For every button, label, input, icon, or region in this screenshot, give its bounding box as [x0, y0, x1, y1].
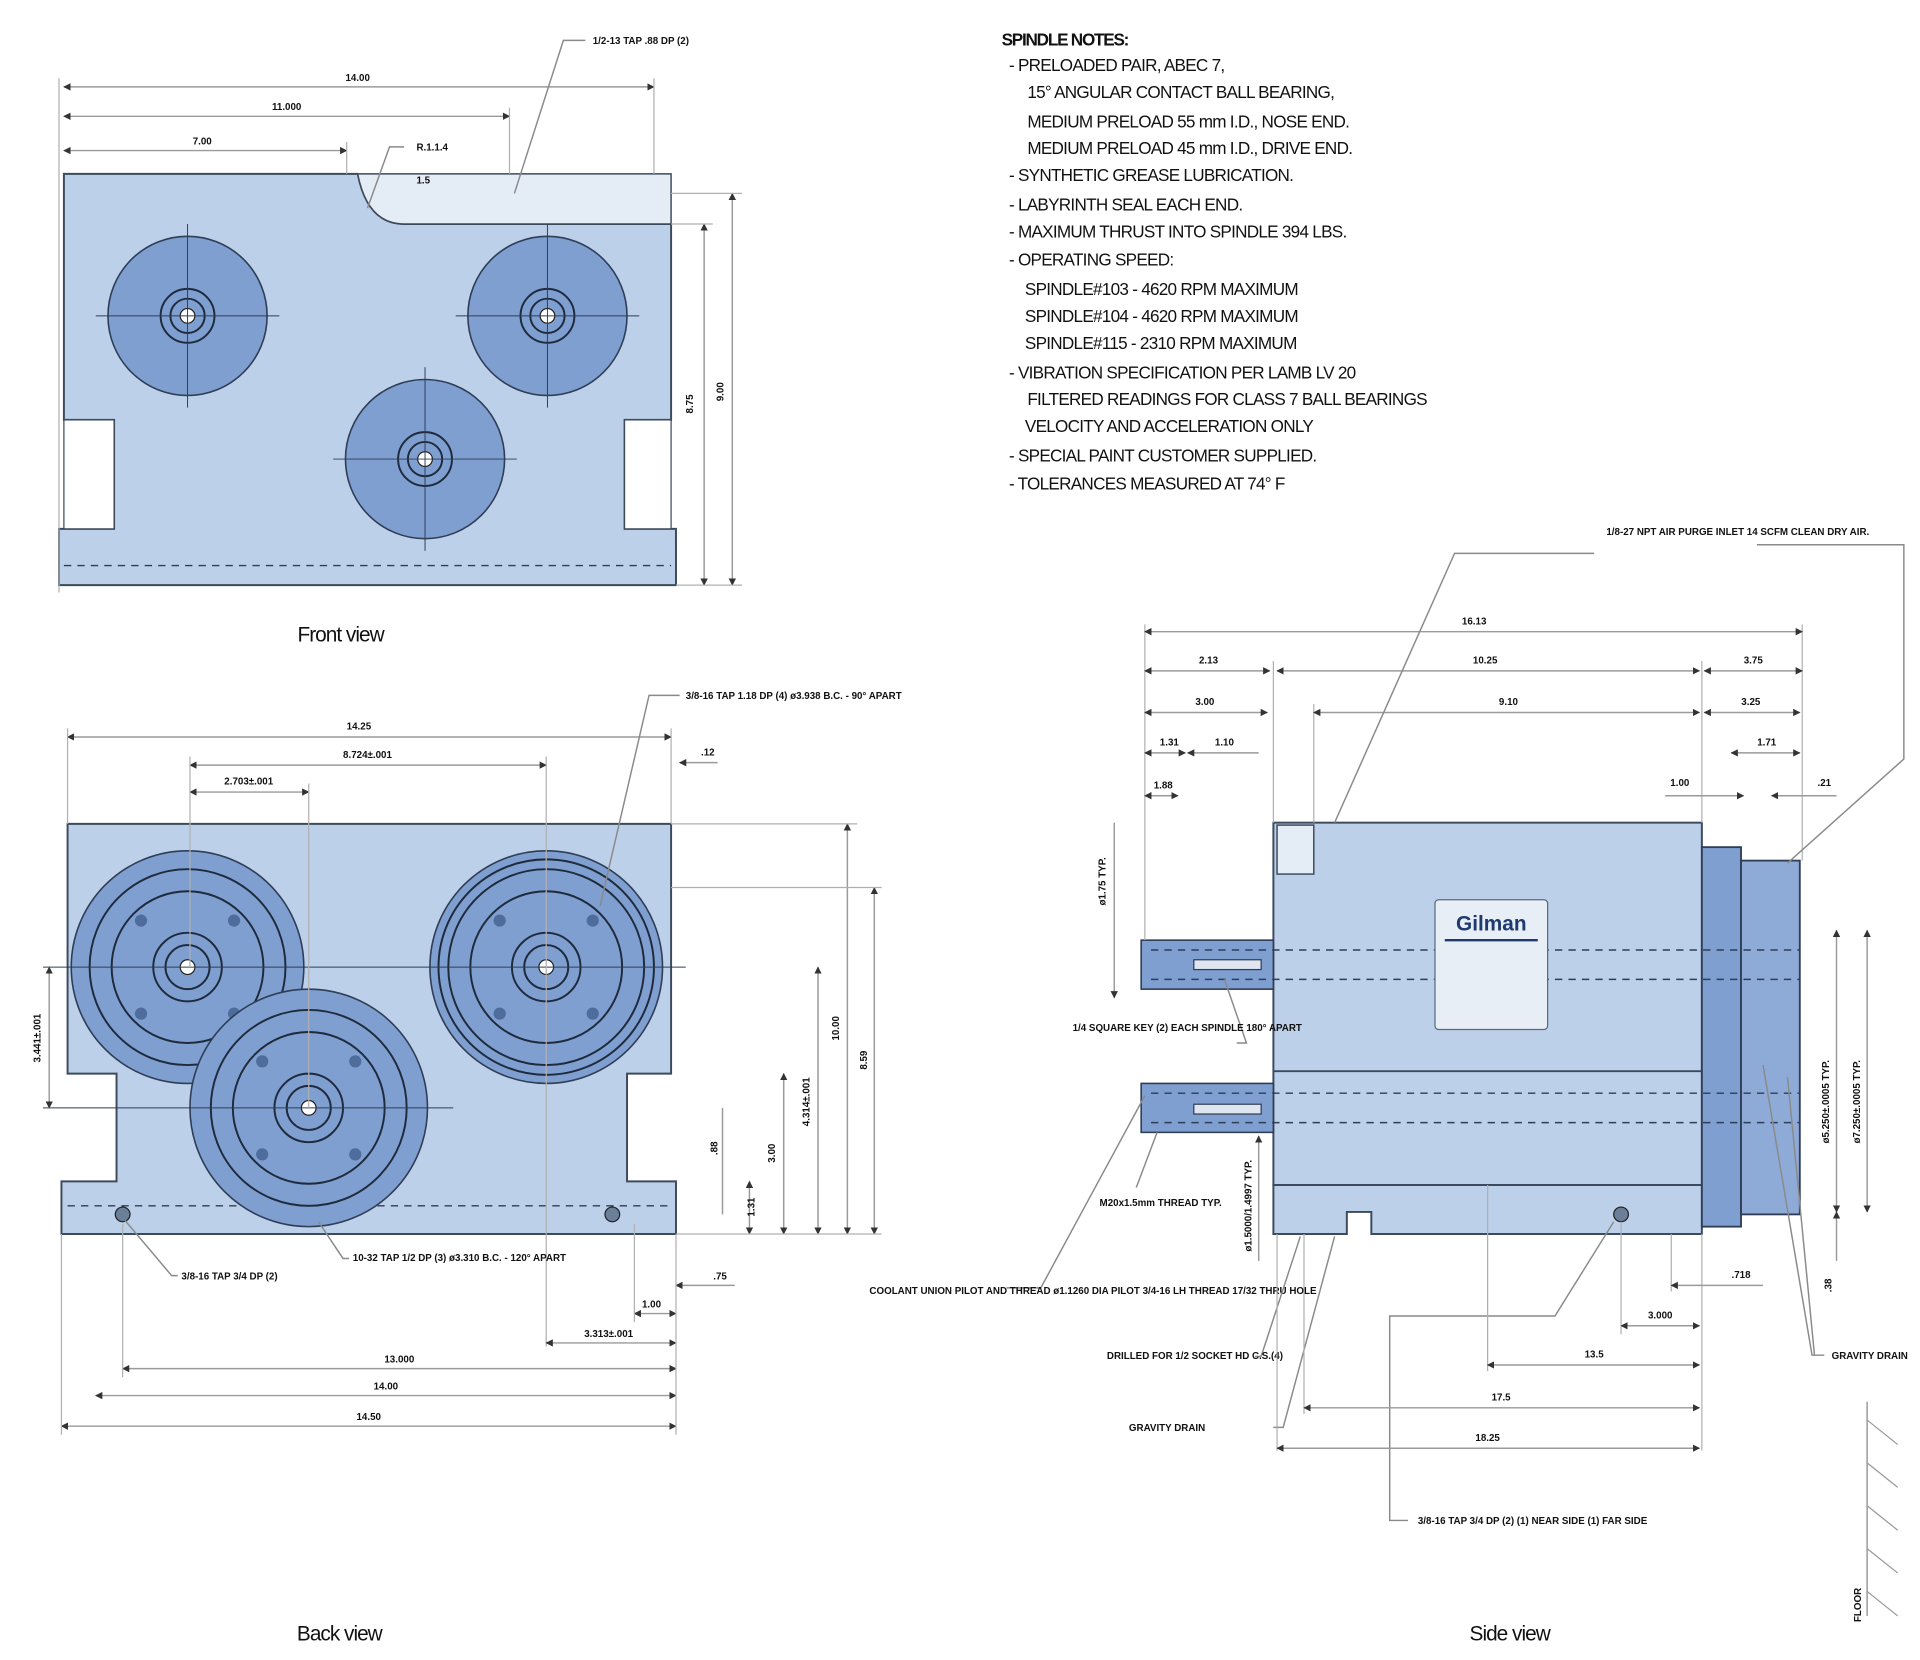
dim-nose-1: ø5.250±.0005 TYP.	[1821, 1060, 1832, 1144]
dim-back-v1: 4.314±.001	[801, 1077, 812, 1126]
note-line: 15° ANGULAR CONTACT BALL BEARING,	[1027, 82, 1334, 102]
dim-side-300: 3.00	[1195, 697, 1215, 708]
dim-side-110: 1.10	[1215, 738, 1235, 749]
dim-back-height2: 8.59	[859, 1050, 870, 1070]
dim-back-vertical-left: 3.441±.001	[33, 1013, 44, 1062]
coolant-callout: COOLANT UNION PILOT AND THREAD ø1.1260 D…	[869, 1286, 1317, 1297]
front-view-label: Front view	[297, 623, 385, 646]
note-line: FILTERED READINGS FOR CLASS 7 BALL BEARI…	[1027, 389, 1427, 409]
thread-callout: M20x1.5mm THREAD TYP.	[1100, 1198, 1222, 1209]
dim-back-offset: .12	[701, 747, 715, 758]
note-line: - MAXIMUM THRUST INTO SPINDLE 394 LBS.	[1009, 221, 1347, 241]
dim-back-h2: 1.00	[642, 1299, 662, 1310]
dim-side-21: .21	[1817, 778, 1831, 789]
spindle-face-1	[95, 224, 280, 408]
dim-back-center2: 8.724±.001	[343, 750, 392, 761]
dim-side-right: 3.75	[1744, 656, 1764, 667]
dim-side-718: .718	[1732, 1270, 1752, 1281]
spindle-face-3	[333, 367, 517, 551]
floor-symbol: FLOOR	[1853, 1401, 1899, 1622]
front-tab	[356, 173, 672, 225]
gilman-logo: Gilman	[1456, 912, 1526, 935]
back-tap-callout-left: 3/8-16 TAP 3/4 DP (2)	[181, 1271, 277, 1282]
back-tap-callout-top: 3/8-16 TAP 1.18 DP (4) ø3.938 B.C. - 90°…	[686, 691, 902, 702]
note-line: - PRELOADED PAIR, ABEC 7,	[1009, 55, 1224, 75]
dim-side-910: 9.10	[1499, 697, 1519, 708]
front-small-dim: 1.5	[416, 176, 430, 187]
dim-back-height: 10.00	[831, 1016, 842, 1041]
floor-label: FLOOR	[1853, 1588, 1864, 1622]
dim-side-100: 1.00	[1670, 778, 1690, 789]
back-view-label: Back view	[297, 1622, 384, 1645]
dim-side-overall: 16.13	[1462, 616, 1487, 627]
back-tap-callout-mid: 10-32 TAP 1/2 DP (3) ø3.310 B.C. - 120° …	[353, 1253, 566, 1264]
dim-back-v2: 3.00	[767, 1143, 778, 1163]
spindle-notes: SPINDLE NOTES: - PRELOADED PAIR, ABEC 7,…	[1002, 29, 1428, 493]
note-line: SPINDLE#103 - 4620 RPM MAXIMUM	[1025, 279, 1298, 299]
dim-back-h1: .75	[713, 1271, 727, 1282]
tap-bottom-callout: 3/8-16 TAP 3/4 DP (2) (1) NEAR SIDE (1) …	[1418, 1516, 1648, 1527]
dim-side-body: 10.25	[1473, 656, 1498, 667]
dim-side-1825: 18.25	[1475, 1433, 1500, 1444]
front-radius-callout: R.1.1.4	[416, 143, 448, 154]
right-notch	[623, 419, 672, 530]
flange	[1700, 846, 1742, 1228]
left-notch	[63, 419, 115, 530]
dim-back-w3: 14.50	[356, 1412, 381, 1423]
dim-front-height1: 8.75	[685, 394, 696, 414]
dim-side-325: 3.25	[1741, 697, 1761, 708]
dim-front-height2: 9.00	[716, 382, 727, 402]
dim-back-width: 14.25	[347, 722, 372, 733]
dim-side-175: 17.5	[1492, 1392, 1512, 1403]
drilled-callout: DRILLED FOR 1/2 SOCKET HD C.S.(4)	[1107, 1351, 1283, 1362]
dim-front-hole2: 11.000	[272, 102, 302, 113]
keys-callout: 1/4 SQUARE KEY (2) EACH SPINDLE 180° APA…	[1073, 1023, 1302, 1034]
dim-nose-2: ø7.250±.0005 TYP.	[1852, 1060, 1863, 1144]
note-line: - OPERATING SPEED:	[1009, 250, 1173, 270]
air-purge-text: 1/8-27 NPT AIR PURGE INLET 14 SCFM CLEAN…	[1606, 527, 1869, 538]
dim-back-v3: .88	[710, 1141, 721, 1155]
note-line: - LABYRINTH SEAL EACH END.	[1009, 195, 1242, 215]
side-view-label: Side view	[1470, 1622, 1552, 1645]
front-tap-callout: 1/2-13 TAP .88 DP (2)	[593, 36, 689, 47]
note-line: - SPECIAL PAINT CUSTOMER SUPPLIED.	[1009, 446, 1316, 466]
note-line: MEDIUM PRELOAD 45 mm I.D., DRIVE END.	[1027, 138, 1352, 158]
dim-side-dia-typ: ø1.75 TYP.	[1098, 857, 1109, 905]
dim-side-171: 1.71	[1757, 738, 1777, 749]
dim-side-213: 2.13	[1199, 656, 1219, 667]
nose	[1740, 859, 1801, 1216]
dim-side-3000: 3.000	[1648, 1310, 1673, 1321]
note-line: - SYNTHETIC GREASE LUBRICATION.	[1009, 165, 1293, 185]
side-view: Gilman 16.13 2.13 10.25 3.75 3.00 9.10 3…	[869, 527, 1907, 1645]
dim-side-shaft-dia: ø1.5000/1.4997 TYP.	[1243, 1160, 1254, 1252]
spindle-face-2	[455, 224, 640, 408]
side-corner-block	[1276, 824, 1315, 875]
dim-back-h3: 3.313±.001	[584, 1329, 633, 1340]
back-view: 14.25 8.724±.001 2.703±.001 .12 3/8-16 T…	[33, 691, 902, 1645]
dim-back-w1: 13.000	[384, 1355, 414, 1366]
gravity-drain-left: GRAVITY DRAIN	[1129, 1423, 1205, 1434]
note-line: SPINDLE#104 - 4620 RPM MAXIMUM	[1025, 306, 1298, 326]
note-line: MEDIUM PRELOAD 55 mm I.D., NOSE END.	[1027, 111, 1349, 131]
note-line: - TOLERANCES MEASURED AT 74° F	[1009, 474, 1285, 494]
air-purge-callout: 1/8-27 NPT AIR PURGE INLET 14 SCFM CLEAN…	[1606, 527, 1869, 538]
dim-side-135: 13.5	[1585, 1350, 1605, 1361]
brand-plate: Gilman	[1434, 899, 1549, 1031]
dim-back-w2: 14.00	[374, 1381, 399, 1392]
dim-front-width: 14.00	[345, 73, 370, 84]
dim-back-center1: 2.703±.001	[224, 777, 273, 788]
note-line: - VIBRATION SPECIFICATION PER LAMB LV 20	[1009, 362, 1356, 382]
dim-side-188: 1.88	[1154, 780, 1174, 791]
dim-side-131: 1.31	[1160, 738, 1180, 749]
dim-front-hole1: 7.00	[193, 136, 213, 147]
note-line: VELOCITY AND ACCELERATION ONLY	[1025, 416, 1315, 436]
gravity-drain-right: GRAVITY DRAIN	[1832, 1351, 1908, 1362]
notes-title: SPINDLE NOTES:	[1002, 29, 1129, 49]
front-view: 14.00 11.000 7.00 R.1.1.4 1.5 1/2-13 TAP…	[58, 36, 743, 646]
dim-back-v4: 1.31	[746, 1197, 757, 1217]
dim-side-small-v: .38	[1824, 1278, 1835, 1292]
note-line: SPINDLE#115 - 2310 RPM MAXIMUM	[1025, 333, 1297, 353]
